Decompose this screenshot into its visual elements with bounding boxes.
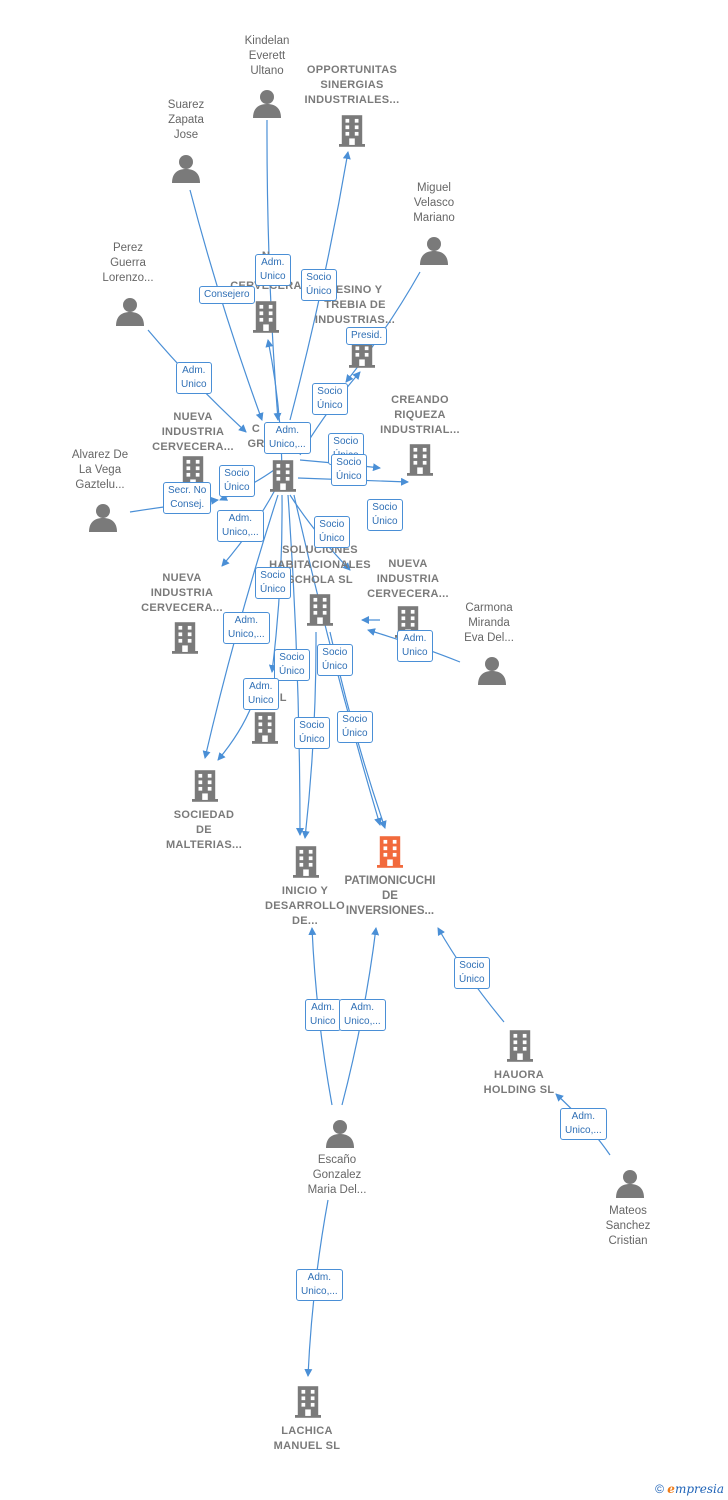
relation-label-r23: Socio Único <box>454 957 490 989</box>
node-label-nueva_left2[interactable]: NUEVA INDUSTRIA CERVECERA... <box>141 572 223 614</box>
node-label-central[interactable]: C GR <box>247 423 265 450</box>
node-label-opportunitas[interactable]: OPPORTUNITAS SINERGIAS INDUSTRIALES... <box>304 64 400 106</box>
relation-label-r18: Socio Único <box>274 649 310 681</box>
relation-label-r13: Adm. Unico,... <box>217 510 264 542</box>
person-icon-escano[interactable] <box>326 1120 354 1148</box>
person-icon-carmona[interactable] <box>478 657 506 685</box>
person-icon-suarez[interactable] <box>172 155 200 183</box>
relation-label-r16: Adm. Unico,... <box>223 612 270 644</box>
relation-label-r10: Socio Único <box>367 499 403 531</box>
relation-label-r15: Socio Único <box>255 567 291 599</box>
relation-label-r27: Adm. Unico,... <box>296 1269 343 1301</box>
edge-pa_opt-22 <box>217 704 253 761</box>
building-icon-central[interactable] <box>270 460 296 492</box>
node-label-hauora[interactable]: HAUORA HOLDING SL <box>483 1069 555 1096</box>
person-icon-perez[interactable] <box>116 298 144 326</box>
node-label-carmona[interactable]: Carmona Miranda Eva Del... <box>464 602 514 644</box>
relation-label-r22: Socio Único <box>337 711 373 743</box>
edge-central-6 <box>265 339 283 471</box>
relation-label-r12: Socio Único <box>219 465 255 497</box>
node-label-patimonicuchi[interactable]: PATIMONICUCHI DE INVERSIONES... <box>344 875 436 917</box>
relation-label-r1: Adm. Unico <box>255 254 291 286</box>
building-icon-nueva_top[interactable] <box>253 301 279 333</box>
relation-label-r3: Consejero <box>199 286 255 304</box>
relation-label-r6: Socio Único <box>312 383 348 415</box>
node-label-kindelan[interactable]: Kindelan Everett Ultano <box>244 35 290 77</box>
relation-label-r14: Socio Único <box>314 516 350 548</box>
node-label-suarez[interactable]: Suarez Zapata Jose <box>167 99 205 141</box>
node-label-escano[interactable]: Escaño Gonzalez Maria Del... <box>307 1154 367 1196</box>
building-icon-pa_opt[interactable] <box>252 712 278 744</box>
node-label-resino[interactable]: RESINO Y TREBIA DE INDUSTRIAS... <box>314 284 396 326</box>
person-icon-kindelan[interactable] <box>253 90 281 118</box>
person-icon-miguel[interactable] <box>420 237 448 265</box>
node-label-inicio[interactable]: INICIO Y DESARROLLO DE... <box>265 885 345 927</box>
relation-label-r5: Adm. Unico <box>176 362 212 394</box>
relation-label-r26: Adm. Unico,... <box>560 1108 607 1140</box>
node-label-mateos[interactable]: Mateos Sanchez Cristian <box>605 1205 651 1247</box>
building-icon-soluciones[interactable] <box>307 594 333 626</box>
footer-brand: © empresia <box>655 1482 724 1496</box>
node-label-miguel[interactable]: Miguel Velasco Mariano <box>413 182 455 224</box>
building-icon-creando[interactable] <box>407 444 433 476</box>
relation-label-r19: Socio Único <box>317 644 353 676</box>
relation-label-r25: Adm. Unico,... <box>339 999 386 1031</box>
person-icon-alvarez[interactable] <box>89 504 117 532</box>
building-icon-opportunitas[interactable] <box>339 115 365 147</box>
building-icon-inicio[interactable] <box>293 846 319 878</box>
node-label-nueva_right[interactable]: NUEVA INDUSTRIA CERVECERA... <box>367 558 449 600</box>
building-icon-patimonicuchi[interactable] <box>377 836 403 868</box>
edge-suarez-3 <box>189 189 264 421</box>
empresia-logo: empresia <box>667 1482 724 1496</box>
relation-label-r2: Socio Único <box>301 269 337 301</box>
relation-label-r21: Socio Único <box>294 717 330 749</box>
person-icon-mateos[interactable] <box>616 1170 644 1198</box>
node-label-lachica[interactable]: LACHICA MANUEL SL <box>273 1425 341 1452</box>
node-label-nueva_left[interactable]: NUEVA INDUSTRIA CERVECERA... <box>152 411 234 453</box>
relation-label-r17: Adm. Unico <box>397 630 433 662</box>
building-icon-nueva_left2[interactable] <box>172 622 198 654</box>
node-label-creando[interactable]: CREANDO RIQUEZA INDUSTRIAL... <box>380 394 460 436</box>
copyright-symbol: © <box>655 1482 664 1496</box>
building-icon-sociedad[interactable] <box>192 770 218 802</box>
building-icon-lachica[interactable] <box>295 1386 321 1418</box>
relation-label-r7: Adm. Unico,... <box>264 422 311 454</box>
node-label-alvarez[interactable]: Alvarez De La Vega Gaztelu... <box>71 449 129 491</box>
relation-label-r24: Adm. Unico <box>305 999 341 1031</box>
node-label-perez[interactable]: Perez Guerra Lorenzo... <box>102 242 154 284</box>
relation-label-r20: Adm. Unico <box>243 678 279 710</box>
relation-label-r11: Secr. No Consej. <box>163 482 212 514</box>
node-label-sociedad[interactable]: SOCIEDAD DE MALTERIAS... <box>165 809 243 851</box>
building-icon-hauora[interactable] <box>507 1030 533 1062</box>
relation-label-r9: Socio Único <box>331 454 367 486</box>
relation-label-r4: Presid. <box>346 327 388 345</box>
